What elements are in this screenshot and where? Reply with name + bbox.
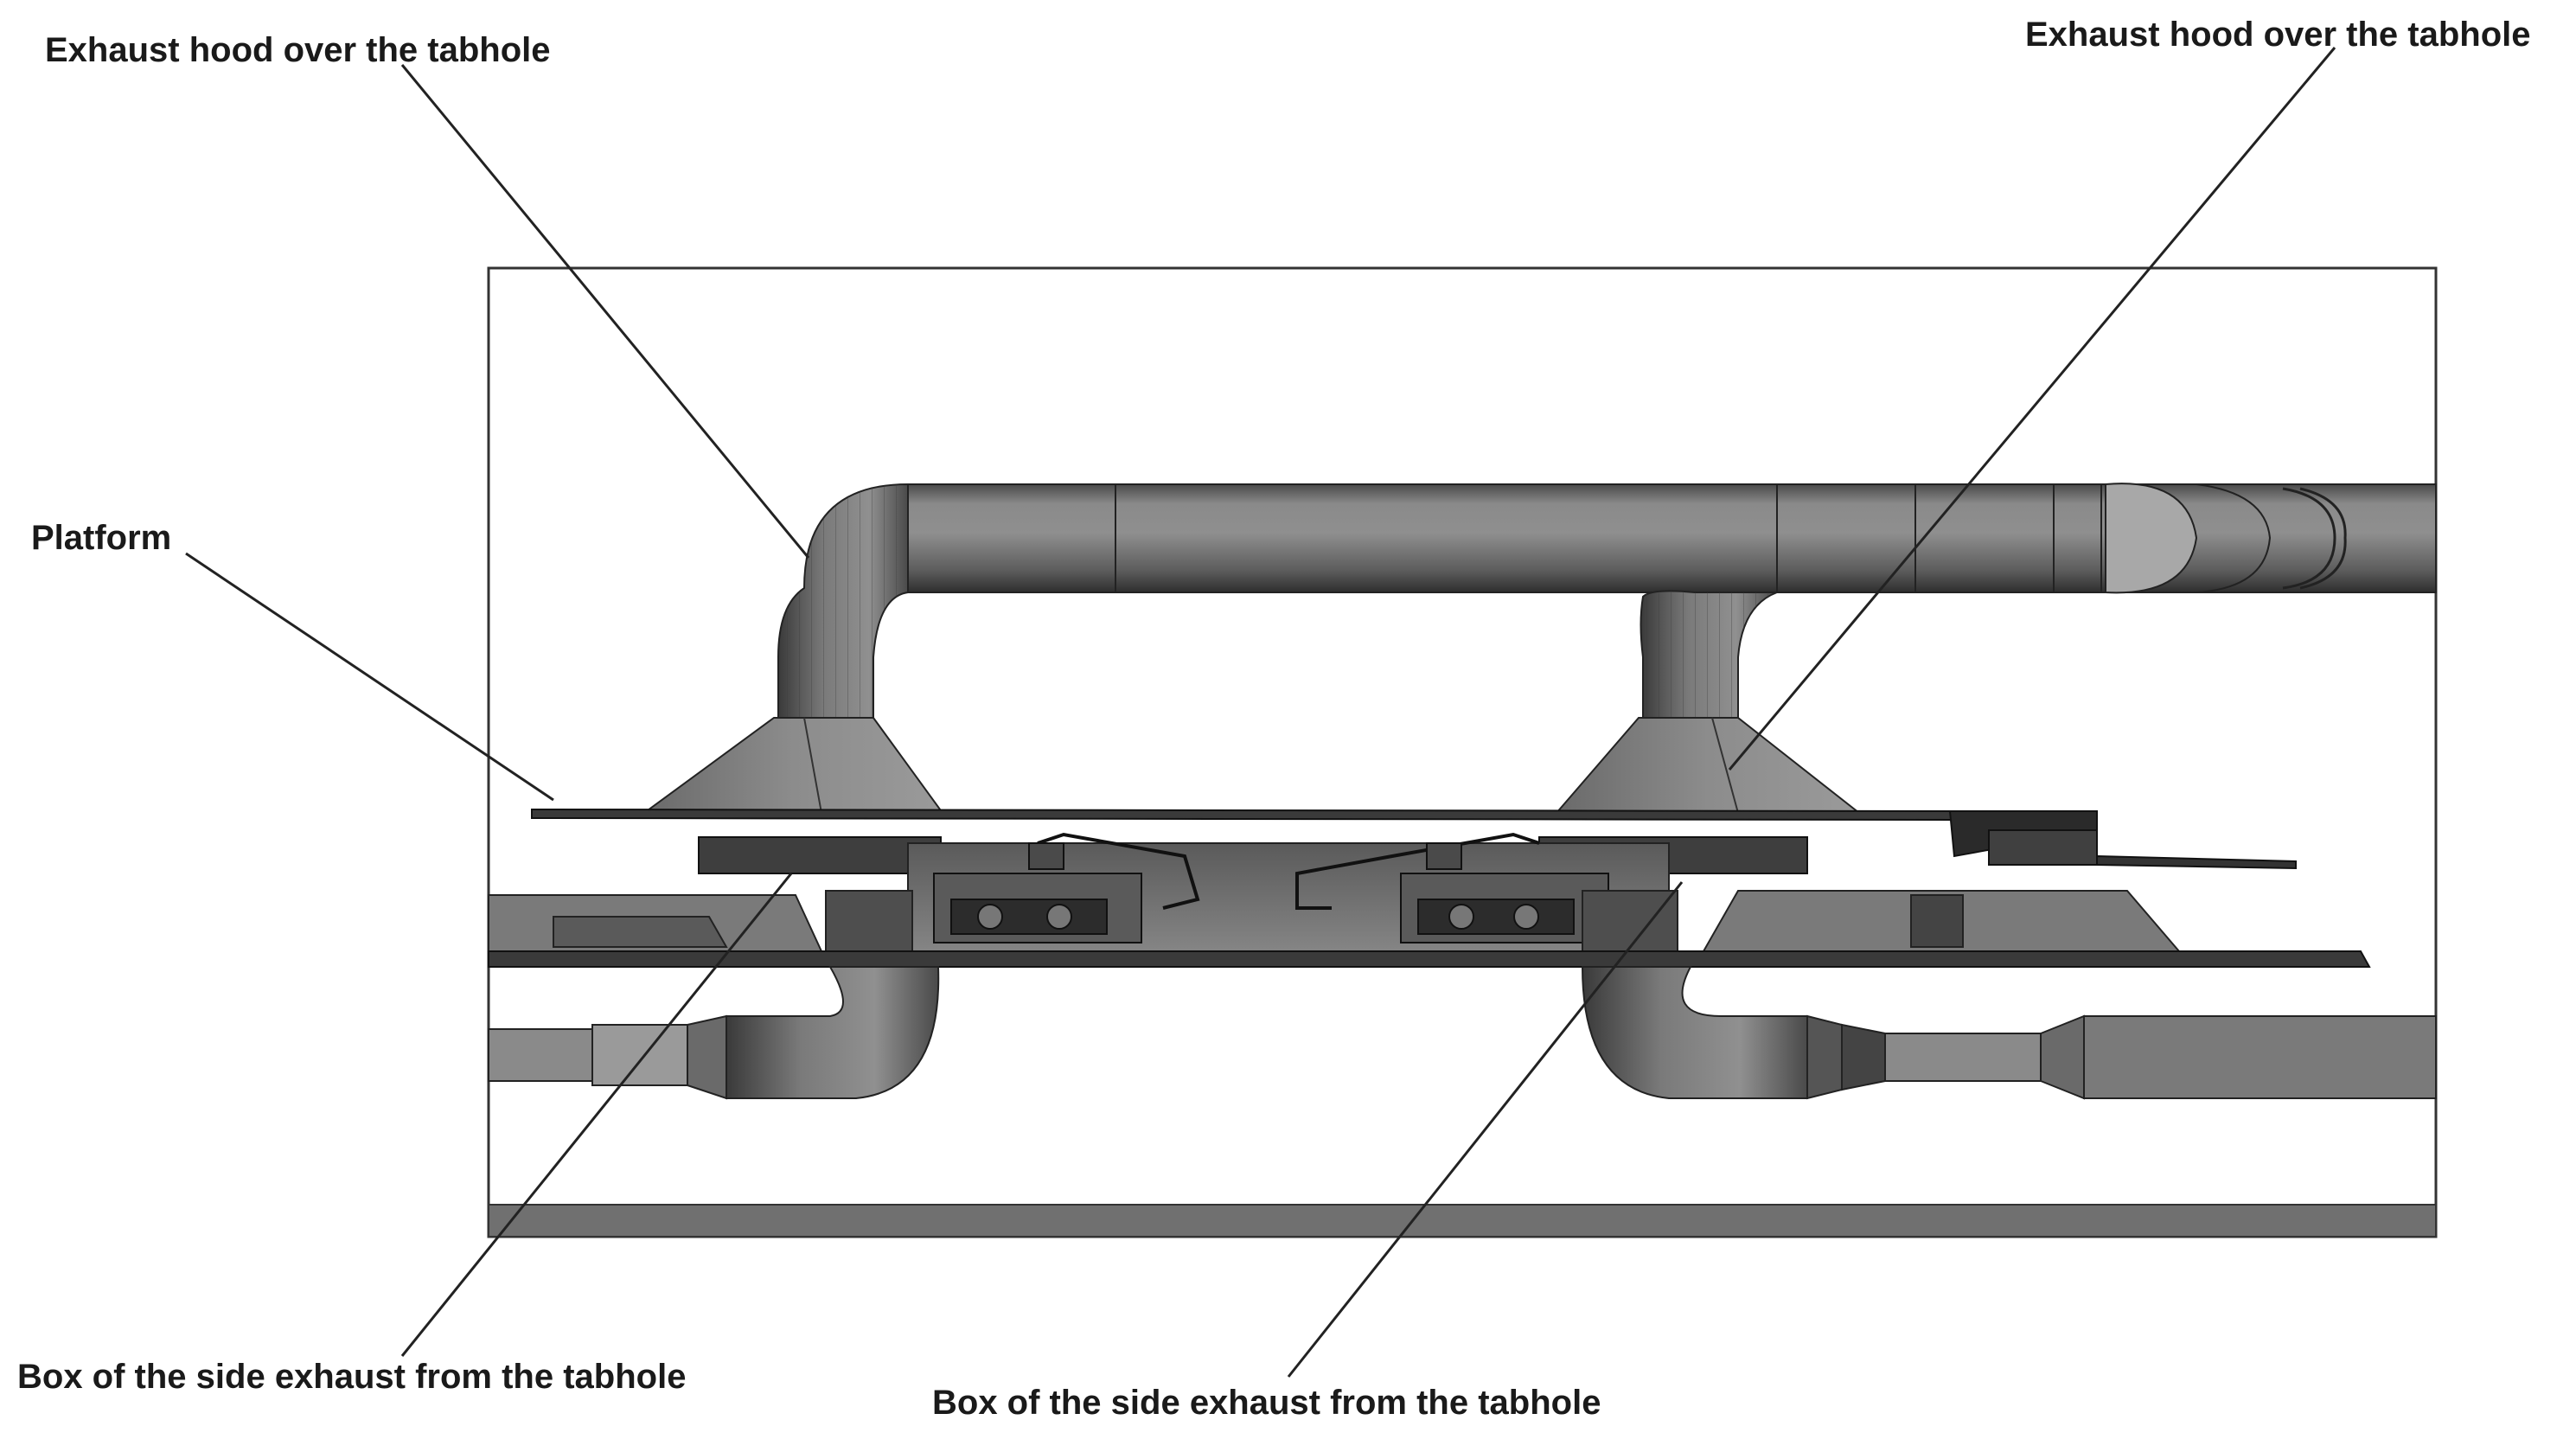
leader-line-box-left xyxy=(400,873,793,1357)
label-side-exhaust-box-right: Box of the side exhaust from the tabhole xyxy=(932,1384,1601,1422)
tapping-machine-bench xyxy=(698,832,1808,965)
label-side-exhaust-box-left: Box of the side exhaust from the tabhole xyxy=(17,1358,687,1396)
leader-line-hood-right xyxy=(1728,47,2336,771)
lower-floor-plate xyxy=(488,950,2371,968)
right-runner-section xyxy=(1582,890,2182,965)
leader-line-box-right xyxy=(1287,881,1684,1378)
main-exhaust-duct xyxy=(907,483,2437,594)
leader-line-hood-left xyxy=(400,64,810,559)
left-side-exhaust-box xyxy=(488,966,940,1100)
right-side-exhaust-box xyxy=(1581,966,2437,1100)
platform xyxy=(531,808,2297,870)
left-exhaust-hood xyxy=(641,483,944,814)
leader-line-platform xyxy=(185,552,554,802)
label-exhaust-hood-right: Exhaust hood over the tabhole xyxy=(2025,16,2531,54)
floor-slab xyxy=(488,1204,2437,1238)
label-exhaust-hood-left: Exhaust hood over the tabhole xyxy=(45,31,551,69)
label-platform: Platform xyxy=(31,519,172,557)
leader-lines xyxy=(185,47,2336,1378)
